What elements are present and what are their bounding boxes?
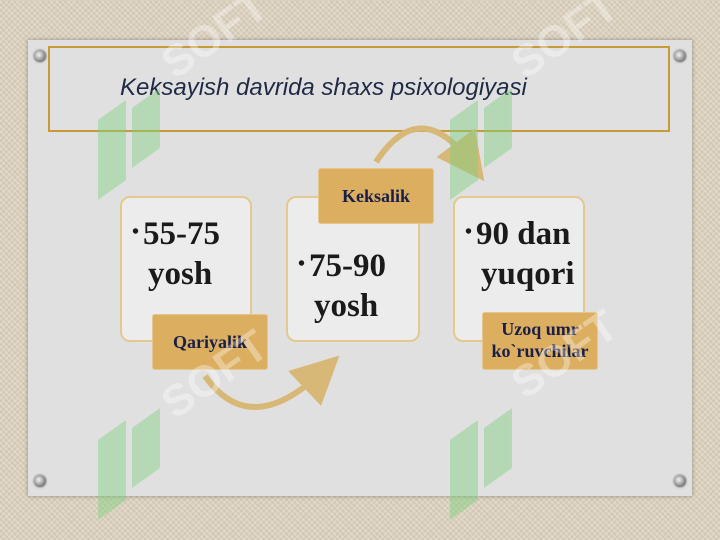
- stage-2-range: •75-90 yosh: [298, 248, 387, 324]
- stage-1-label: Qariyalik: [152, 314, 268, 370]
- top-right-screw: [674, 50, 686, 62]
- bullet-icon: •: [298, 253, 306, 275]
- bottom-curved-arrow: [202, 355, 340, 410]
- page-title: Keksayish davrida shaxs psixologiyasi: [120, 74, 527, 101]
- bottom-right-screw: [674, 475, 686, 487]
- bullet-icon: •: [132, 221, 140, 243]
- title-box: Keksayish davrida shaxs psixologiyasi: [48, 46, 670, 132]
- bottom-left-screw: [34, 475, 46, 487]
- bullet-icon: •: [465, 221, 473, 243]
- stage-1-range: •55-75 yosh: [132, 216, 221, 292]
- top-left-screw: [34, 50, 46, 62]
- stage-2-label: Keksalik: [318, 168, 434, 224]
- top-curved-arrow: [373, 125, 485, 182]
- stage-3-range: •90 dan yuqori: [465, 216, 575, 292]
- stage-3-label: Uzoq umr ko`ruvchilar: [482, 312, 598, 370]
